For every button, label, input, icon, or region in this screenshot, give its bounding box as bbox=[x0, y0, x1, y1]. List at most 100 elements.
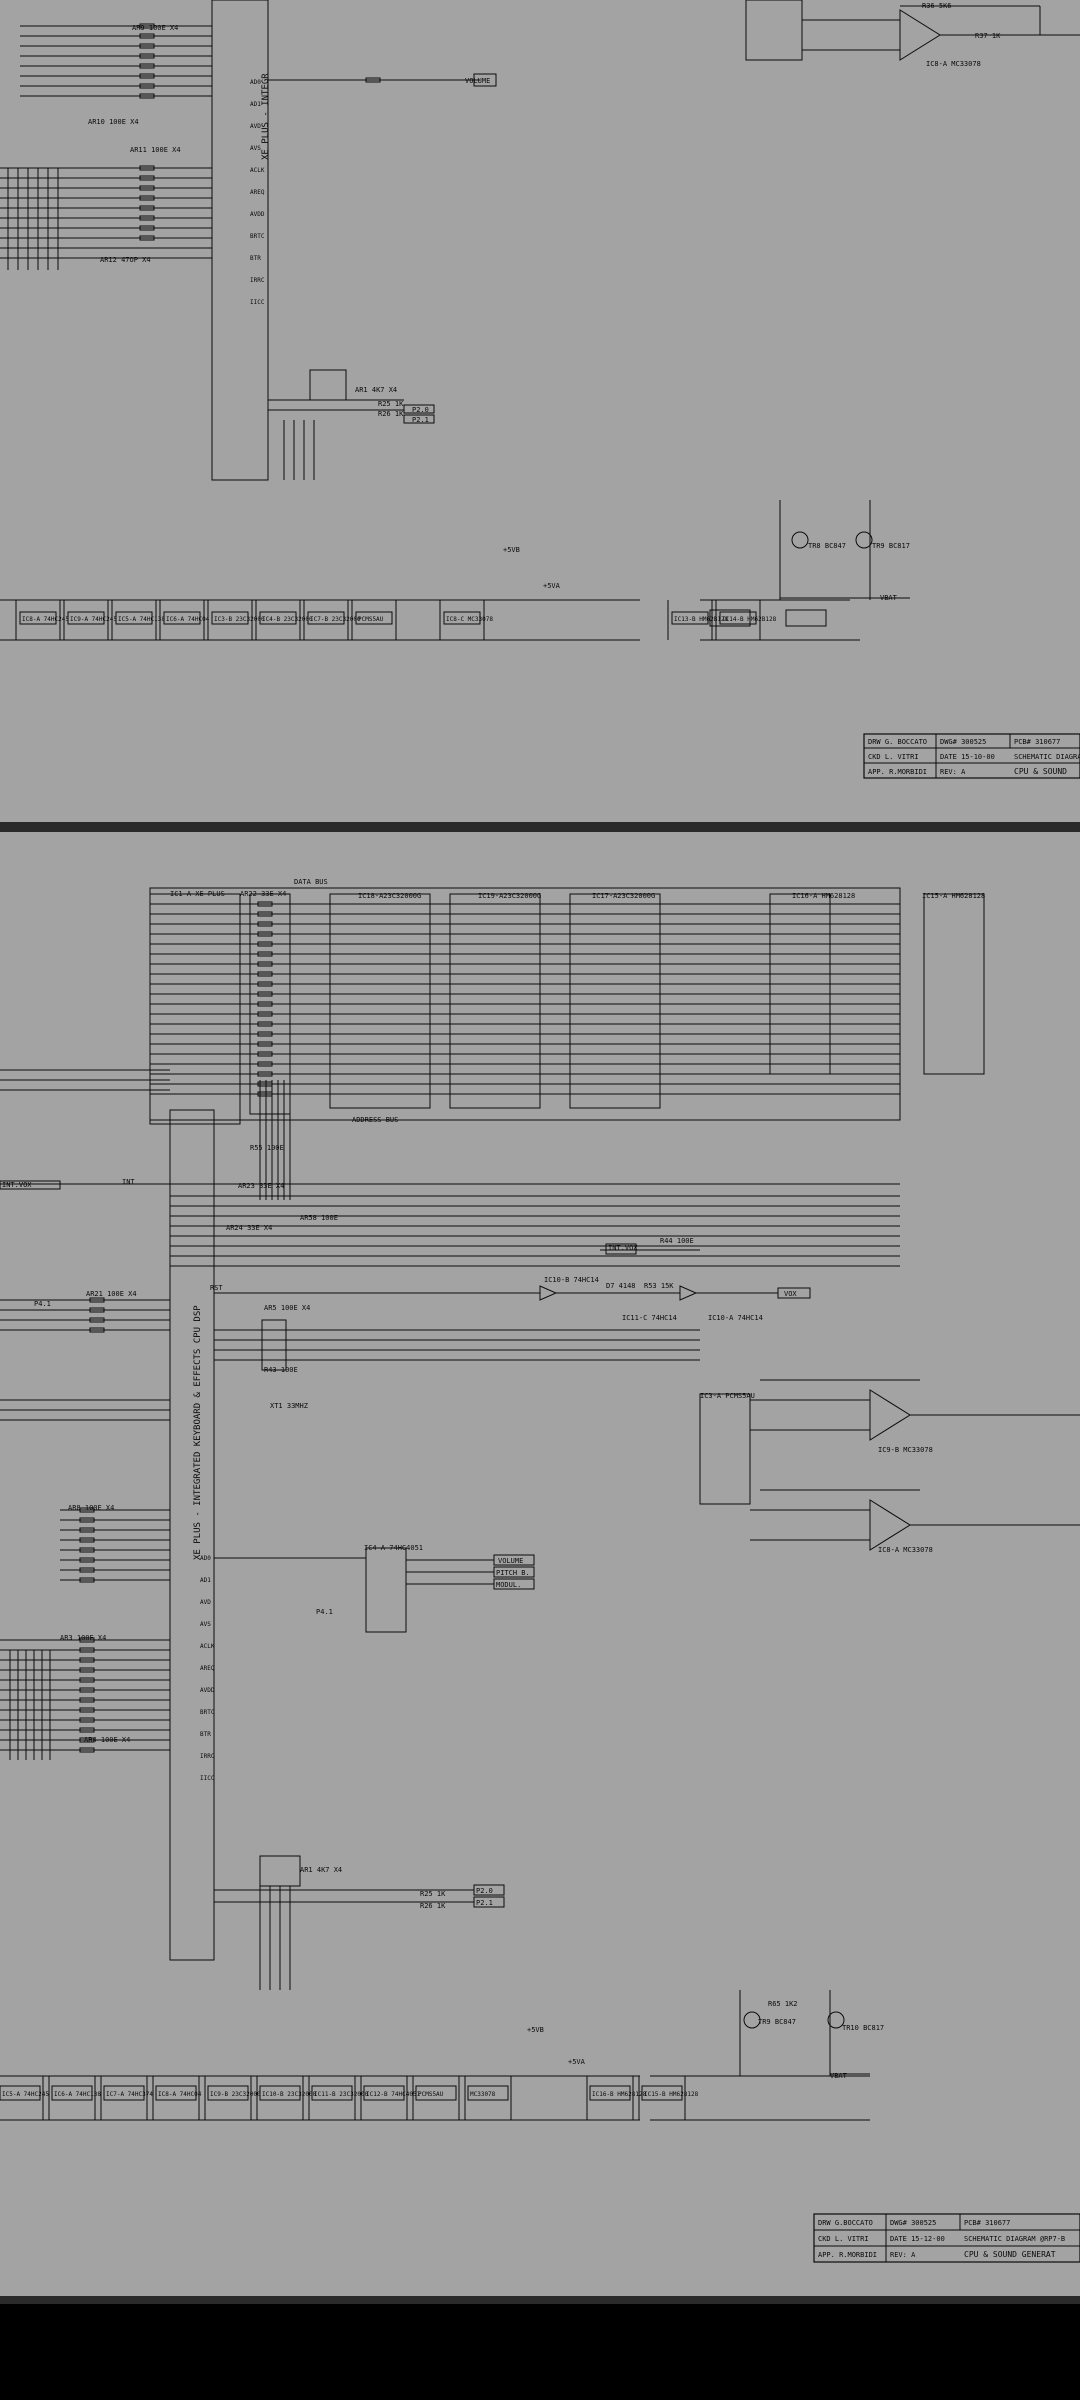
sheet2-cpu-pin-label: AREQ bbox=[200, 1665, 215, 1672]
resistor-array-element bbox=[79, 1657, 95, 1663]
sheet2-chip-7 bbox=[363, 2085, 405, 2101]
s1-app: APP. R.MORBIDI bbox=[868, 768, 927, 776]
s1-ckd: CKD L. VITRI bbox=[868, 753, 919, 761]
s2-ar22: AR22 33E X4 bbox=[240, 890, 286, 898]
sheet1-ram-b bbox=[785, 609, 827, 627]
sheet1-chip-label: IC4-B 23C32000 bbox=[262, 616, 313, 623]
vox-connector bbox=[777, 1287, 811, 1299]
s2-date: DATE 15-12-00 bbox=[890, 2235, 945, 2243]
resistor-array-element bbox=[139, 63, 155, 69]
sheet1-p21-label: P2.1 bbox=[412, 416, 429, 424]
sheet1-chip-4 bbox=[211, 611, 249, 625]
resistor-array-element bbox=[257, 1011, 273, 1017]
p21-connector bbox=[403, 414, 435, 424]
resistor-array-element bbox=[257, 951, 273, 957]
resistor-array-element bbox=[89, 1317, 105, 1323]
sheet1-chip-label: IC8-A 74HC245 bbox=[22, 616, 69, 623]
resistor-array-element bbox=[257, 1051, 273, 1057]
resistor-array-element bbox=[79, 1747, 95, 1753]
sheet2-cpu-pin-label: IRRC bbox=[200, 1753, 215, 1760]
sheet2-chip-6 bbox=[311, 2085, 353, 2101]
s2-pcb: PCB# 310677 bbox=[964, 2219, 1010, 2227]
s2-r53: R53 15K bbox=[644, 1282, 674, 1290]
resistor-array-element bbox=[79, 1567, 95, 1573]
s2-intvox: INT.VOX bbox=[608, 1244, 638, 1252]
s2-ckd: CKD L. VITRI bbox=[818, 2235, 869, 2243]
sheet2-chip-1 bbox=[51, 2085, 93, 2101]
sheet1-r26: R26 1K bbox=[378, 410, 404, 418]
resistor-array-element bbox=[257, 931, 273, 937]
sheet1-cpu-pin-label: AVS bbox=[250, 145, 261, 152]
resistor-array-element bbox=[257, 971, 273, 977]
s2-volume: VOLUME bbox=[498, 1557, 523, 1565]
sheet1-chip-label: PCMS5AU bbox=[358, 616, 384, 623]
sheet1-5vb: +5VB bbox=[503, 546, 520, 554]
resistor-array-element bbox=[257, 1071, 273, 1077]
modul-connector bbox=[493, 1578, 535, 1590]
sheet2-chip-label: IC6-A 74HC138 bbox=[54, 2091, 101, 2098]
sheet2-chip-4 bbox=[207, 2085, 249, 2101]
s1-desc1: SCHEMATIC DIAGRAM bbox=[1014, 753, 1080, 761]
sheet2-ic18 bbox=[329, 893, 431, 1109]
intvox-connector-2 bbox=[605, 1243, 637, 1255]
resistor-array-element bbox=[79, 1727, 95, 1733]
s2-vbat: VBAT bbox=[830, 2072, 848, 2080]
resistor-array-element bbox=[139, 195, 155, 201]
resistor-array-element bbox=[89, 1327, 105, 1333]
sheet1-chip-7 bbox=[355, 611, 393, 625]
resistor-array-element bbox=[79, 1527, 95, 1533]
sheet1-chip-label: IC8-C MC33078 bbox=[446, 616, 493, 623]
s2-d7: D7 4148 bbox=[606, 1282, 636, 1290]
resistor-array-element bbox=[257, 1001, 273, 1007]
sheet2-ar22 bbox=[249, 893, 291, 1115]
sheet1-r36: R36 5K6 bbox=[922, 2, 952, 10]
sheet1-cpu-title: XE PLUS - INTEGR bbox=[261, 73, 271, 160]
sheet2-cpu-pin-label: ACLK bbox=[200, 1643, 215, 1650]
resistor-array-element bbox=[79, 1507, 95, 1513]
s2-r44: R44 100E bbox=[660, 1237, 694, 1245]
volume-connector-2 bbox=[493, 1554, 535, 1566]
resistor-array-element bbox=[89, 1297, 105, 1303]
sheet1-chip-0 bbox=[19, 611, 57, 625]
resistor-array-element bbox=[257, 1041, 273, 1047]
volume-connector bbox=[473, 73, 497, 87]
intvox-connector bbox=[0, 1180, 61, 1190]
s2-xt1: XT1 33MHZ bbox=[270, 1402, 308, 1410]
sheet2-chip-8 bbox=[415, 2085, 457, 2101]
s2-data-bus: DATA BUS bbox=[294, 878, 328, 886]
sheet1-cpu-pin-label: AREQ bbox=[250, 189, 265, 196]
s2-ic8b: IC8-A MC33078 bbox=[878, 1546, 933, 1554]
s2-app: APP. R.MORBIDI bbox=[818, 2251, 877, 2259]
s2-ar1: AR1 4K7 X4 bbox=[300, 1866, 342, 1874]
sheet2-chip-label: IC7-A 74HC374 bbox=[106, 2091, 153, 2098]
resistor-array-element bbox=[257, 1091, 273, 1097]
sheet2-inverter-1 bbox=[539, 1285, 558, 1301]
resistor-array-element bbox=[257, 921, 273, 927]
sheet2-pcm-chip bbox=[699, 1393, 751, 1505]
s2-ar23: AR23 33E X4 bbox=[238, 1182, 284, 1190]
sheet1-cpu-pin-label: ACLK bbox=[250, 167, 265, 174]
resistor-array-element bbox=[89, 1307, 105, 1313]
sheet1-cpu-pin-label: BRTC bbox=[250, 233, 265, 240]
s2-tr10: TR10 BC817 bbox=[842, 2024, 884, 2032]
resistor-r6 bbox=[365, 77, 381, 83]
resistor-array-element bbox=[257, 991, 273, 997]
resistor-array-element bbox=[257, 1021, 273, 1027]
resistor-array-element bbox=[79, 1557, 95, 1563]
sheet1-r25: R25 1K bbox=[378, 400, 404, 408]
s2-r25: R25 1K bbox=[420, 1890, 446, 1898]
sheet1-chip-label: IC13-B HM62B128 bbox=[674, 616, 729, 623]
sheet1-chip-label: IC3-B 23C32000 bbox=[214, 616, 265, 623]
s2-p21: P2.1 bbox=[476, 1899, 493, 1907]
p20-connector bbox=[403, 404, 435, 414]
s1-dwg: DWG# 300525 bbox=[940, 738, 986, 746]
sheet2-cpu-pin-label: AD1 bbox=[200, 1577, 211, 1584]
sheet1-cpu-chip bbox=[211, 0, 269, 481]
s2-ic17: IC17-A23C32000G bbox=[592, 892, 655, 900]
s2-ic9b: IC9-B MC33078 bbox=[878, 1446, 933, 1454]
sheet1-cpu-pin-label: AVD bbox=[250, 123, 261, 130]
resistor-array-element bbox=[79, 1687, 95, 1693]
